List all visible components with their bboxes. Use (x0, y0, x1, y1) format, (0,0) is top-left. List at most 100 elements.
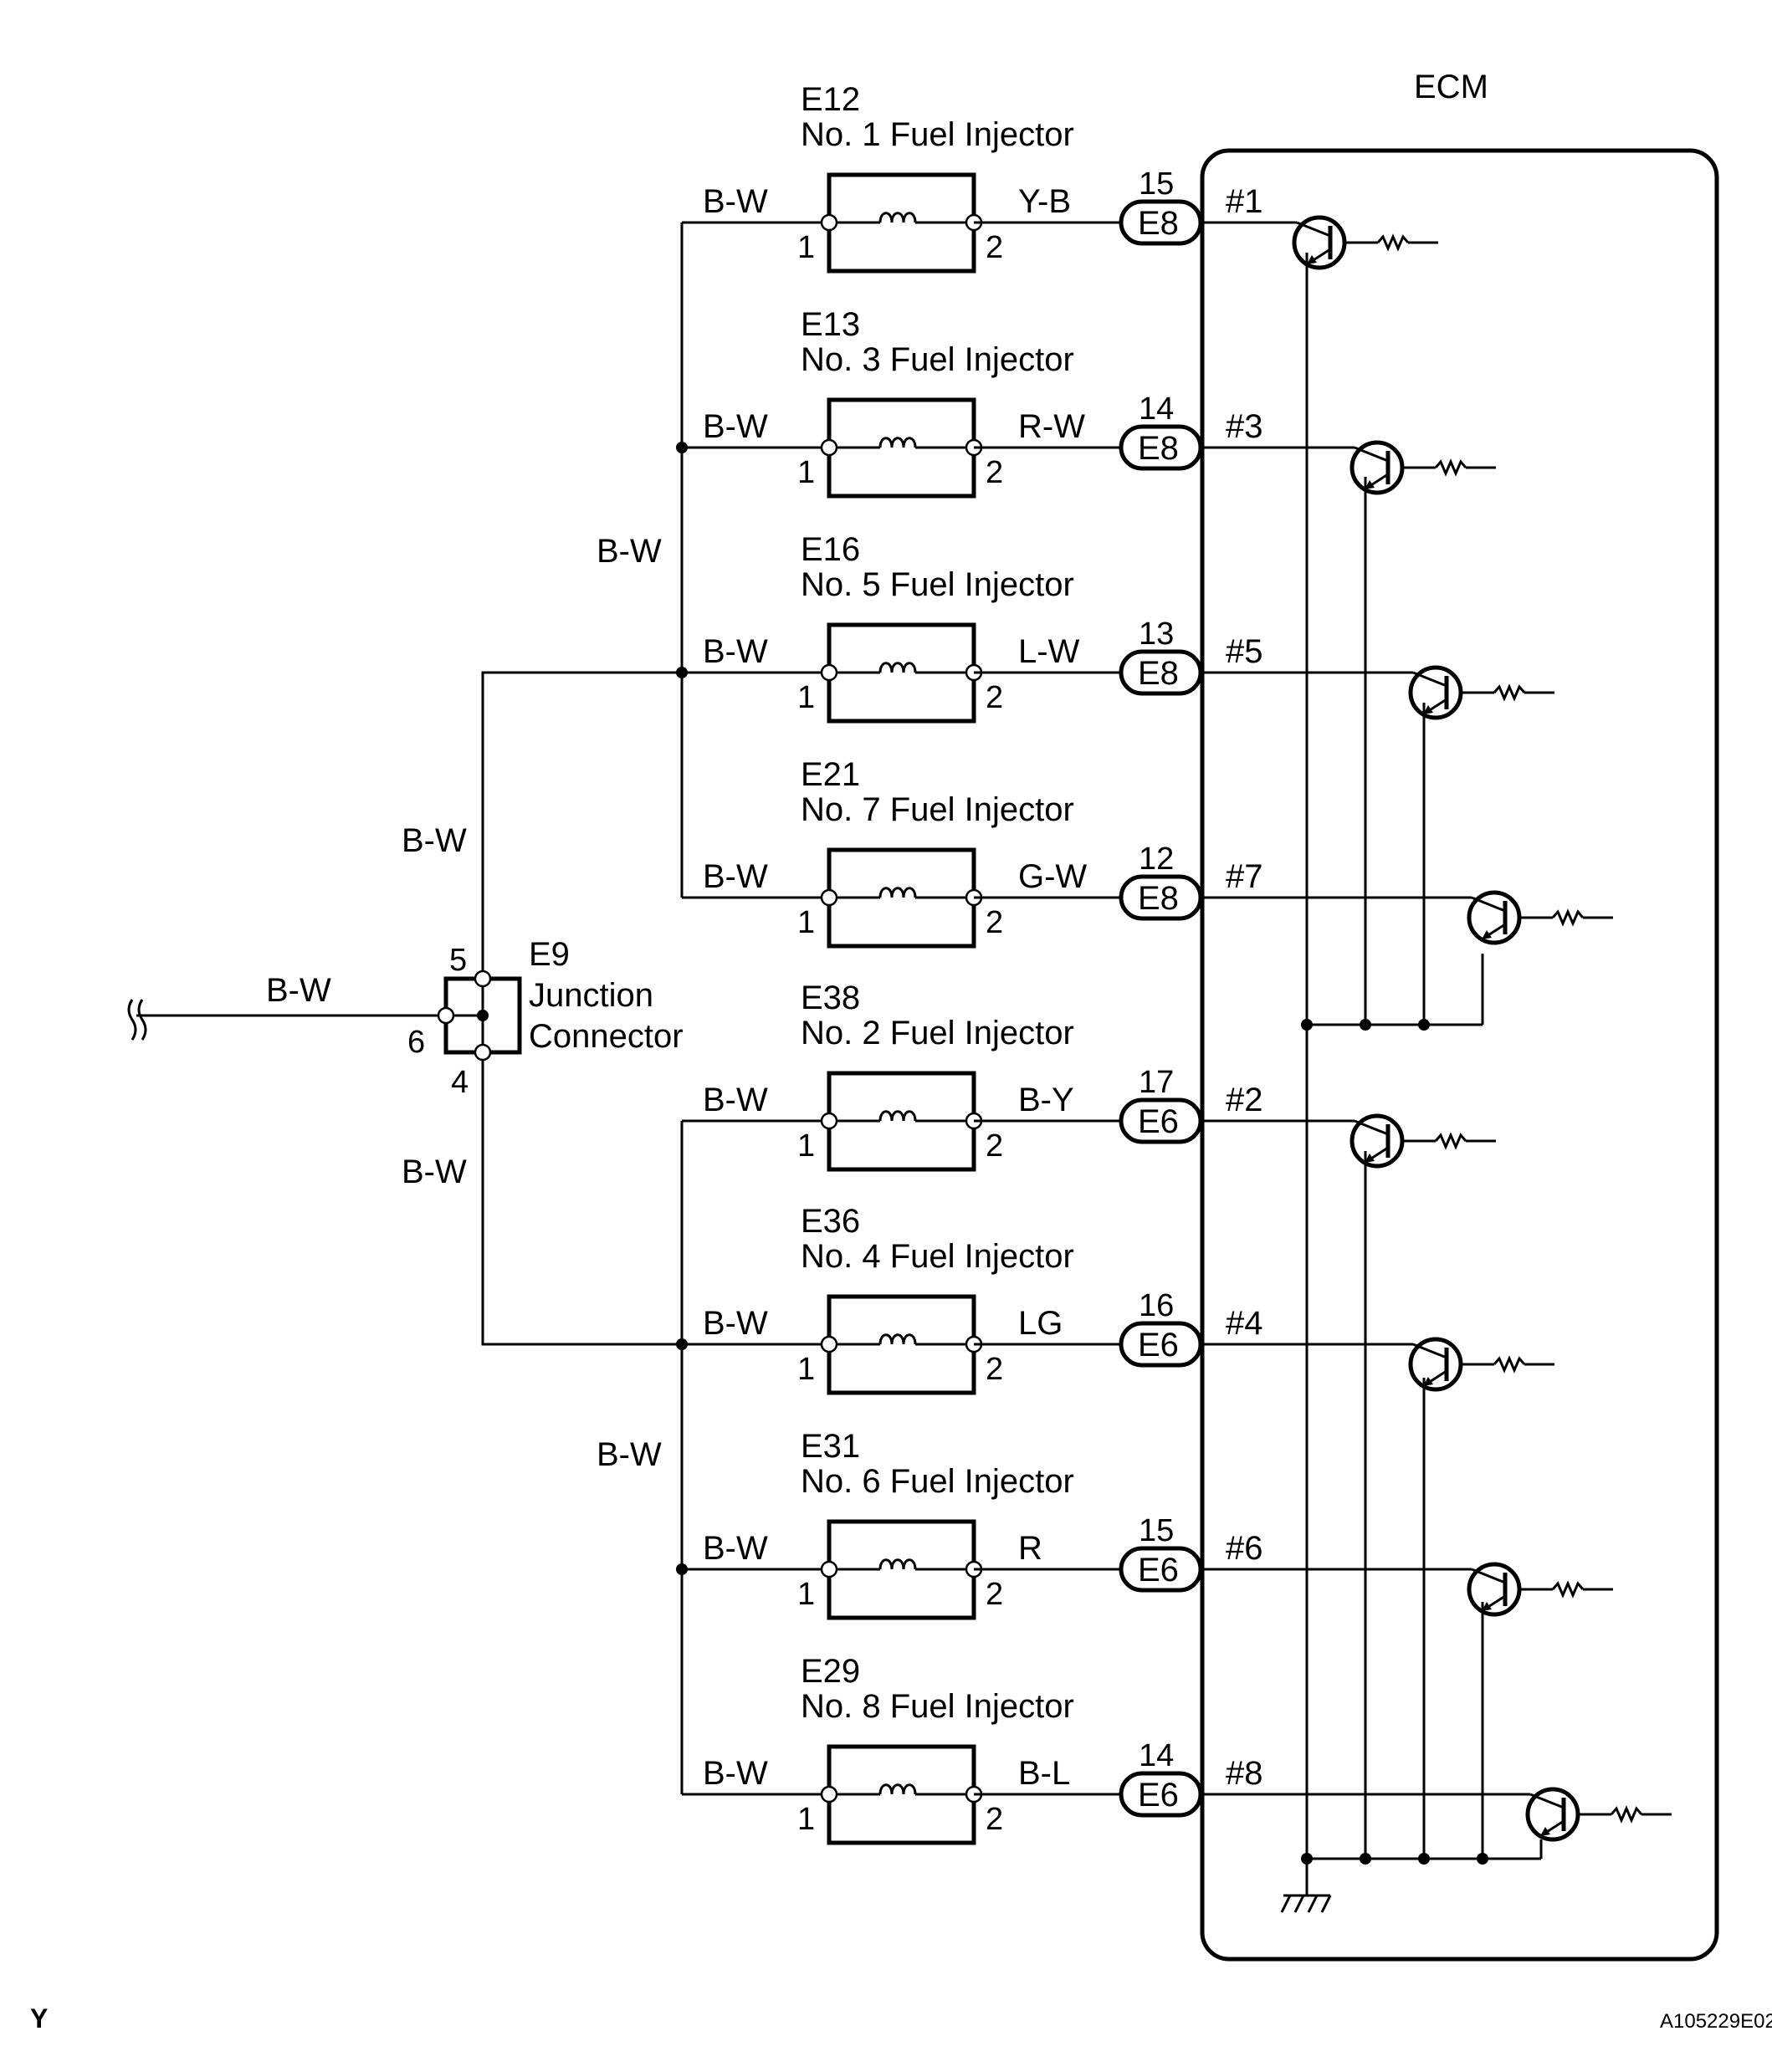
ecm-connector-label: E6 (1138, 1103, 1179, 1140)
coil-icon (878, 437, 917, 448)
ecm-terminal-label: #5 (1226, 633, 1263, 670)
transistor-collector (1412, 1343, 1447, 1359)
junction-pin-6-label: 6 (407, 1025, 425, 1060)
transistor-collector (1296, 221, 1331, 238)
pin-2-label: 2 (986, 905, 1003, 940)
injector-id: E12 (801, 81, 860, 118)
ecm-pin-label: 13 (1139, 616, 1174, 652)
feeder-lower-label: B-W (402, 1154, 467, 1190)
output-wire-label: G-W (1018, 858, 1087, 895)
emitter-arrow (1365, 1154, 1375, 1163)
ecm-terminal-label: #3 (1226, 408, 1263, 445)
junction-id: E9 (529, 936, 570, 973)
resistor-icon (1376, 233, 1410, 252)
pin-1-label: 1 (797, 1128, 815, 1164)
pin-2-label: 2 (986, 230, 1003, 265)
junction-pin-6 (437, 1006, 455, 1025)
ecm-connector-label: E8 (1138, 880, 1179, 917)
input-wire-label: B-W (703, 183, 768, 220)
pin-1-terminal (820, 888, 838, 907)
junction-name-1: Junction (529, 977, 653, 1014)
pin-1-terminal (820, 1335, 838, 1353)
ecm-connector-label: E6 (1138, 1777, 1179, 1814)
pin-2-label: 2 (986, 1802, 1003, 1837)
injector-id: E36 (801, 1203, 860, 1240)
input-wire-label: B-W (703, 1082, 768, 1118)
footer-left: Y (30, 2003, 48, 2034)
injector-id: E16 (801, 531, 860, 568)
injector-name: No. 6 Fuel Injector (801, 1463, 1074, 1500)
input-wire-label: B-W (703, 408, 768, 445)
ecm-terminal-label: #7 (1226, 858, 1263, 895)
ecm-label: ECM (1414, 69, 1488, 105)
ecm-connector-label: E8 (1138, 655, 1179, 692)
injector-name: No. 8 Fuel Injector (801, 1688, 1074, 1725)
pin-2-label: 2 (986, 680, 1003, 715)
ecm-pin-label: 14 (1139, 391, 1174, 427)
ecm-terminal-label: #8 (1226, 1755, 1263, 1792)
ecm-connector-label: E8 (1138, 205, 1179, 242)
feed-wire-label: B-W (266, 972, 331, 1009)
transistor-collector (1354, 1119, 1389, 1136)
input-wire-label: B-W (703, 1305, 768, 1342)
ecm-pin-label: 16 (1139, 1288, 1174, 1323)
output-wire-label: LG (1018, 1305, 1063, 1342)
resistor-icon (1434, 458, 1467, 477)
ecm-pin-label: 15 (1139, 166, 1174, 202)
pin-1-terminal (820, 438, 838, 457)
output-wire-label: R-W (1018, 408, 1085, 445)
input-wire-label: B-W (703, 858, 768, 895)
junction-connector-e9: 5 6 4 E9 Junction Connector (407, 936, 684, 1100)
ecm-terminal-label: #4 (1226, 1305, 1263, 1342)
bus-lower-label: B-W (597, 1436, 662, 1473)
pin-1-terminal (820, 213, 838, 232)
resistor-icon (1551, 908, 1585, 927)
resistor-icon (1493, 1355, 1526, 1374)
transistor-collector (1412, 671, 1447, 688)
injector-name: No. 5 Fuel Injector (801, 566, 1074, 603)
ecm-terminal-label: #1 (1226, 183, 1263, 220)
pin-1-label: 1 (797, 1802, 815, 1837)
pin-2-label: 2 (986, 1352, 1003, 1387)
transistor-collector (1529, 1793, 1565, 1809)
pin-1-label: 1 (797, 230, 815, 265)
junction-pin-5-label: 5 (449, 943, 467, 978)
pin-2-label: 2 (986, 455, 1003, 490)
ecm-pin-label: 17 (1139, 1065, 1174, 1100)
resistor-icon (1610, 1805, 1643, 1824)
resistor-icon (1434, 1132, 1467, 1150)
junction-pin-5 (474, 969, 492, 988)
injector-id: E31 (801, 1428, 860, 1465)
ecm-terminal-label: #2 (1226, 1082, 1263, 1118)
pin-2-label: 2 (986, 1128, 1003, 1164)
input-wire-label: B-W (703, 1755, 768, 1792)
output-wire-label: B-L (1018, 1755, 1070, 1792)
input-wire-label: B-W (703, 633, 768, 670)
transistor-collector (1471, 1568, 1506, 1584)
ecm-connector-label: E8 (1138, 430, 1179, 467)
pin-1-label: 1 (797, 905, 815, 940)
emitter-arrow (1365, 480, 1375, 489)
output-wire-label: L-W (1018, 633, 1080, 670)
ecm-connector-label: E6 (1138, 1327, 1179, 1363)
output-wire-label: Y-B (1018, 183, 1071, 220)
battery-feed: B-W (127, 972, 446, 1041)
ecm-pin-label: 14 (1139, 1738, 1174, 1773)
pin-1-label: 1 (797, 1352, 815, 1387)
pin-1-label: 1 (797, 455, 815, 490)
coil-icon (878, 1333, 917, 1345)
ecm-connector-label: E6 (1138, 1552, 1179, 1589)
resistor-icon (1493, 683, 1526, 702)
feeder-lower (481, 1060, 682, 1346)
emitter-arrow (1307, 255, 1317, 264)
coil-icon (878, 1558, 917, 1570)
coil-icon (878, 1783, 917, 1795)
output-wire-label: R (1018, 1530, 1042, 1567)
